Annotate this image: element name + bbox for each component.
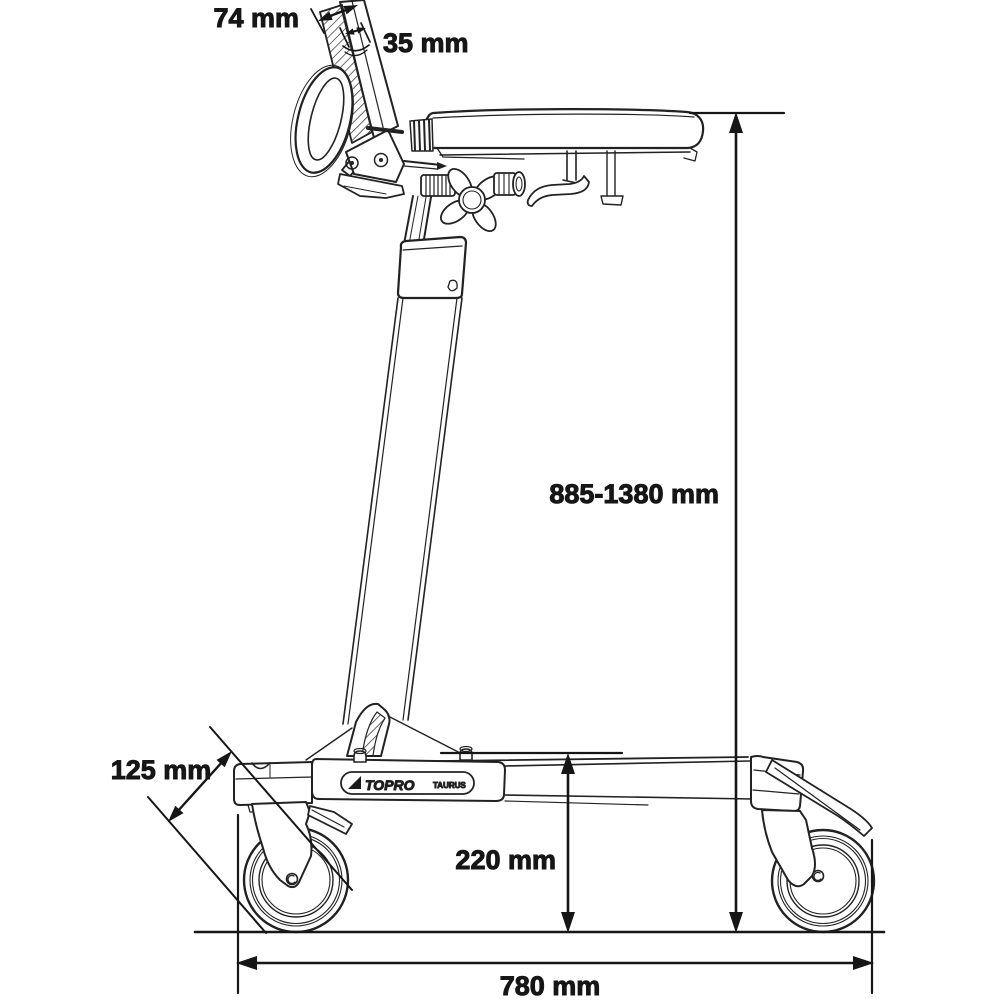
- dim-base-length-label: 780 mm: [500, 971, 601, 1000]
- dim-handlebar-outer-label: 74 mm: [213, 3, 299, 33]
- dim-base-length: 780 mm: [236, 813, 874, 1000]
- dim-handlebar-tube: 35 mm: [339, 22, 469, 59]
- brand-logo-text: TOPRO: [365, 777, 415, 793]
- dim-caster-offset: 125 mm: [110, 726, 353, 934]
- handlebar-clamp: [337, 126, 447, 199]
- chassis: TOPRO TAURUS: [233, 702, 873, 837]
- brand-logo-mark: [348, 776, 361, 789]
- seat-adjustment-mechanism: [420, 150, 624, 232]
- model-label-text: TAURUS: [433, 781, 466, 790]
- front-caster-fork: [251, 801, 313, 889]
- seat-pad: [409, 108, 705, 162]
- telescopic-column: [342, 195, 468, 725]
- rear-caster-fork: [761, 809, 816, 888]
- handle-grip-loop: [290, 64, 363, 178]
- brand-label-plate: [340, 771, 475, 795]
- dim-handlebar-outer: 74 mm: [213, 3, 358, 34]
- dim-overall-height: 885-1380 mm: [549, 111, 786, 933]
- front-caster-wheel: [242, 801, 353, 934]
- dim-chassis-height: 220 mm: [439, 751, 624, 933]
- dim-caster-offset-label: 125 mm: [111, 755, 212, 785]
- dim-handlebar-tube-label: 35 mm: [383, 28, 469, 58]
- dimension-annotations: 74 mm 35 mm 885-1380 mm 220 m: [110, 3, 886, 1000]
- dim-overall-height-label: 885-1380 mm: [549, 479, 719, 509]
- rear-brake-pedal: [765, 759, 873, 837]
- dim-chassis-height-label: 220 mm: [455, 845, 556, 875]
- walker-drawing: TOPRO TAURUS: [233, 0, 876, 934]
